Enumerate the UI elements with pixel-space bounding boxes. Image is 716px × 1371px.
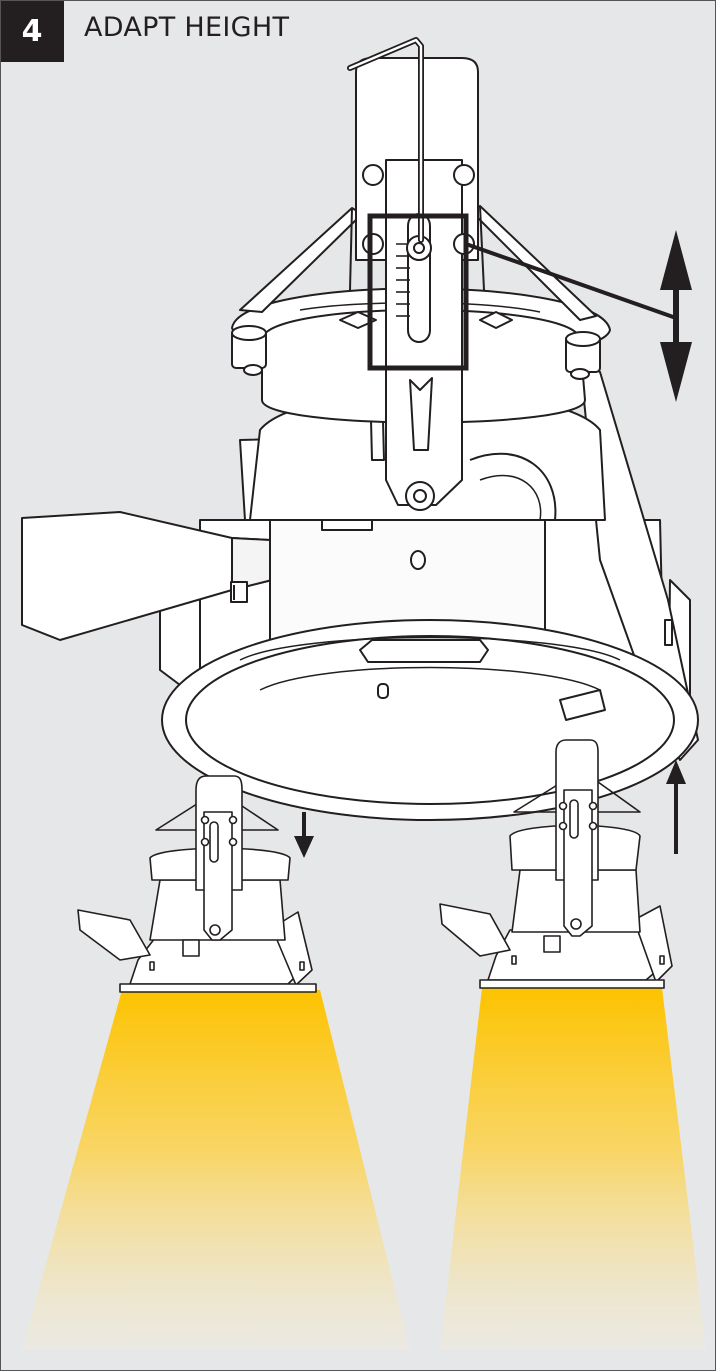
step-title: ADAPT HEIGHT — [84, 12, 290, 43]
light-beam-right — [440, 988, 706, 1350]
right-clip — [579, 359, 699, 761]
downlight-raised-illustration — [439, 739, 673, 989]
step-number-badge: 4 — [0, 0, 64, 62]
callout-line — [465, 242, 677, 320]
double-arrow-vertical-icon — [660, 230, 692, 402]
downlight-lowered-illustration — [77, 775, 317, 993]
arrow-down-icon — [294, 812, 314, 858]
downlight-main-illustration — [21, 37, 699, 821]
detail-highlight-box — [367, 213, 469, 371]
arrow-up-icon — [666, 760, 686, 854]
light-beam-left — [22, 990, 410, 1350]
